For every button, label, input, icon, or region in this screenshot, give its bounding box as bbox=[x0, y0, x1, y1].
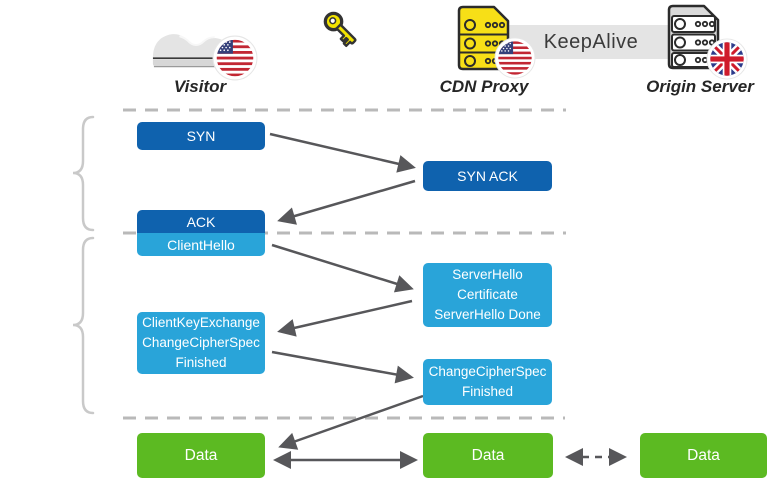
clientkeyexchange-message-box: ClientKeyExchange ChangeCipherSpec Finis… bbox=[137, 312, 265, 374]
us-flag-icon bbox=[212, 35, 258, 81]
ack-label: ACK bbox=[186, 213, 216, 230]
actor-label-cdn-proxy: CDN Proxy bbox=[439, 77, 529, 96]
changecipherspec-line: ChangeCipherSpec bbox=[428, 364, 547, 379]
tcp-handshake-brace bbox=[72, 115, 95, 232]
certificate-line: Certificate bbox=[457, 287, 518, 302]
key-icon bbox=[323, 11, 357, 48]
arrow-serverhello-to-clientkeyexchange bbox=[277, 299, 413, 337]
finished-line: Finished bbox=[461, 384, 514, 399]
data-label: Data bbox=[184, 446, 218, 464]
us-flag-icon bbox=[494, 37, 536, 79]
clientkeyexchange-line: ClientKeyExchange bbox=[142, 315, 260, 330]
synack-label: SYN ACK bbox=[457, 168, 518, 184]
keepalive-label: KeepAlive bbox=[543, 30, 639, 53]
serverhello-done-line: ServerHello Done bbox=[434, 307, 541, 322]
arrow-changecipherspec-to-data bbox=[278, 394, 424, 450]
changecipherspec-message-box: ChangeCipherSpec Finished bbox=[423, 359, 552, 405]
syn-message-box: SYN bbox=[137, 122, 265, 150]
arrow-synack-to-ack bbox=[277, 179, 416, 225]
data-label: Data bbox=[687, 446, 720, 464]
data-box-cdn: Data bbox=[423, 433, 553, 478]
syn-label: SYN bbox=[186, 128, 216, 144]
data-box-origin: Data bbox=[640, 433, 767, 478]
server-stack-icon bbox=[667, 4, 720, 70]
clienthello-message-box: ClientHello bbox=[137, 233, 265, 256]
uk-flag-icon bbox=[706, 38, 748, 80]
clienthello-label: ClientHello bbox=[167, 236, 235, 253]
arrow-syn-to-synack bbox=[269, 132, 416, 173]
actor-label-visitor: Visitor bbox=[173, 77, 227, 96]
changecipherspec-line: ChangeCipherSpec bbox=[142, 335, 260, 350]
serverhello-message-box: ServerHello Certificate ServerHello Done bbox=[423, 263, 552, 327]
finished-line: Finished bbox=[175, 355, 227, 370]
data-label: Data bbox=[471, 446, 505, 464]
data-box-visitor: Data bbox=[137, 433, 265, 478]
arrow-clienthello-to-serverhello bbox=[271, 243, 414, 293]
arrow-clientkeyexchange-to-changecipherspec bbox=[271, 350, 414, 384]
ack-message-box: ACK bbox=[137, 210, 265, 233]
synack-message-box: SYN ACK bbox=[423, 161, 552, 191]
serverhello-line: ServerHello bbox=[452, 267, 523, 282]
tls-handshake-brace bbox=[72, 236, 95, 415]
actor-label-origin-server: Origin Server bbox=[646, 77, 754, 96]
